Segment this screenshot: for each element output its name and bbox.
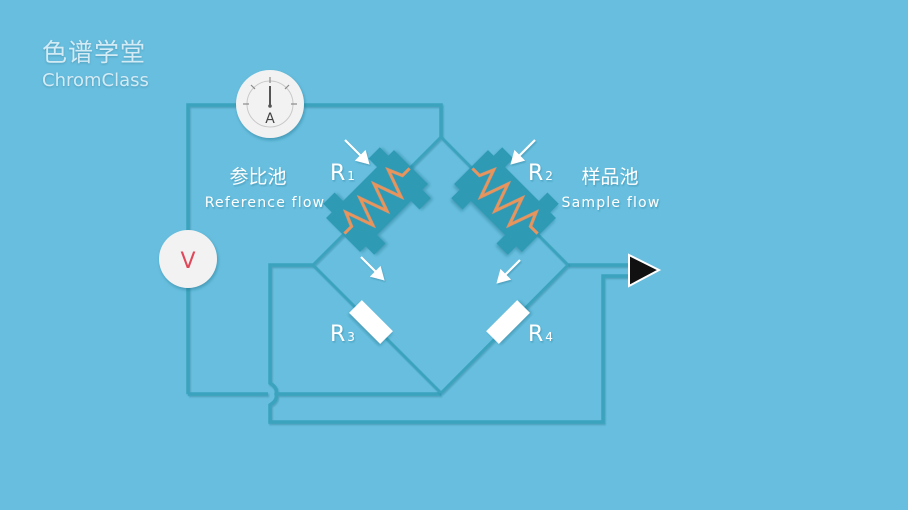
heating-coil-icon [343,167,411,235]
flow-in-arrow-icon [510,139,536,165]
resistor-r3 [349,300,393,344]
flow-out-arrow-icon [496,259,521,284]
ammeter-symbol: A [265,111,275,127]
voltmeter [159,230,217,288]
reference-cell-r1 [323,147,431,255]
resistor-r4 [486,300,530,344]
logo-chinese: 色谱学堂 [42,38,147,67]
heating-coil-icon [471,167,539,235]
voltmeter-symbol: V [180,249,195,274]
wire-left-inner [268,263,632,424]
reference-cell-label-en: Reference flow [205,195,326,211]
sample-cell-label-en: Sample flow [562,195,661,211]
sample-cell-label-cn: 样品池 [581,166,638,188]
ammeter-gauge-icon [243,77,297,128]
reference-cell-label-cn: 参比池 [229,166,286,188]
output-arrow-icon [628,253,662,288]
logo-english: ChromClass [42,70,149,91]
wire-top [186,103,443,394]
flow-in-arrow-icon [344,139,370,165]
sample-cell-r2 [451,147,559,255]
flow-out-arrow-icon [360,256,385,281]
